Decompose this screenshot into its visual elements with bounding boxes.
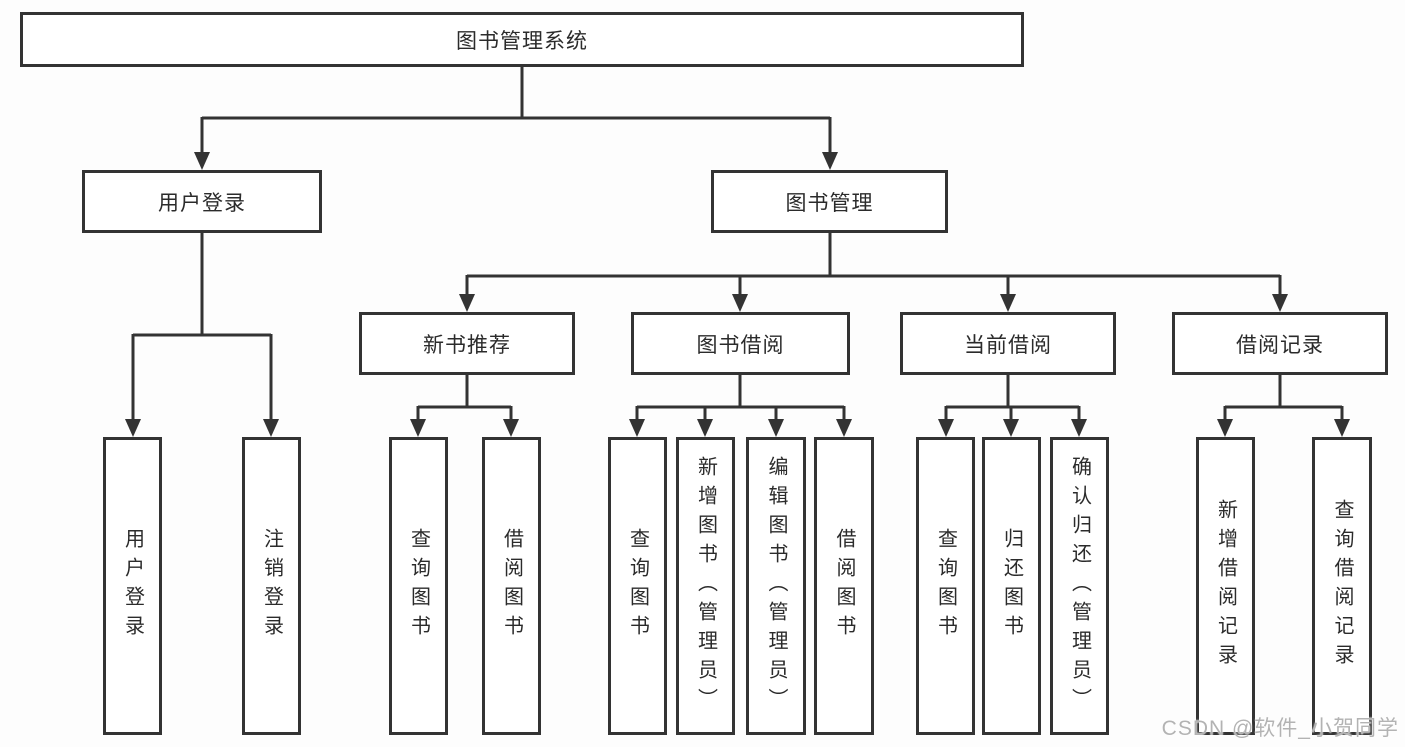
node-user-login: 用户登录 bbox=[82, 170, 322, 233]
node-root-system: 图书管理系统 bbox=[20, 12, 1024, 67]
leaf-confirm-return-admin: 确认归还（管理员） bbox=[1050, 437, 1109, 735]
node-book-management: 图书管理 bbox=[711, 170, 948, 233]
leaf-add-borrow-record: 新增借阅记录 bbox=[1196, 437, 1255, 735]
leaf-query-borrow-record: 查询借阅记录 bbox=[1312, 437, 1372, 735]
node-borrow-records: 借阅记录 bbox=[1172, 312, 1388, 375]
leaf-query-books-borrow: 查询图书 bbox=[608, 437, 667, 735]
leaf-borrow-books: 借阅图书 bbox=[814, 437, 874, 735]
node-new-book-recommend: 新书推荐 bbox=[359, 312, 575, 375]
leaf-edit-books-admin: 编辑图书（管理员） bbox=[746, 437, 806, 735]
leaf-borrow-books-recommend: 借阅图书 bbox=[482, 437, 541, 735]
leaf-logout: 注销登录 bbox=[242, 437, 301, 735]
leaf-add-books-admin: 新增图书（管理员） bbox=[676, 437, 735, 735]
leaf-user-login: 用户登录 bbox=[103, 437, 162, 735]
csdn-watermark: CSDN @软件_小贺同学 bbox=[1161, 717, 1399, 740]
leaf-query-books-current: 查询图书 bbox=[916, 437, 975, 735]
leaf-return-books: 归还图书 bbox=[982, 437, 1041, 735]
leaf-query-books-recommend: 查询图书 bbox=[389, 437, 448, 735]
node-current-borrow: 当前借阅 bbox=[900, 312, 1116, 375]
node-book-borrow: 图书借阅 bbox=[631, 312, 850, 375]
